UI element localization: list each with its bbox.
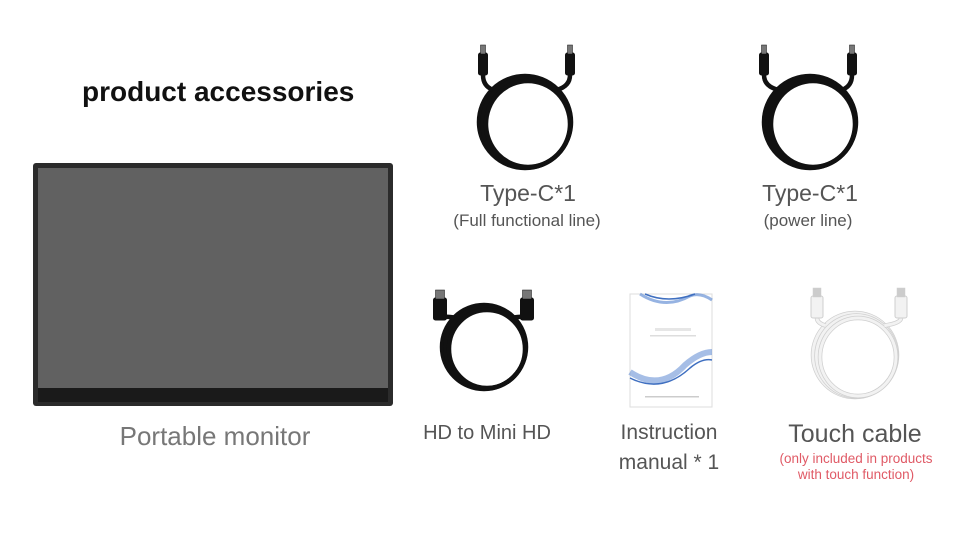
type-c-full-note: (Full functional line) [453,211,601,230]
type-c-power-label: Type-C*1 [762,180,858,206]
type-c-full-label: Type-C*1 [480,180,576,206]
touch-cable-label: Touch cable [788,420,922,448]
type-c-power-note: (power line) [763,211,853,230]
touch-cable-note-line1: (only included in products [779,451,933,466]
hdmi-cable-label: HD to Mini HD [423,422,551,444]
manual-label-line2: manual * 1 [618,451,720,474]
type-c-full-cable-image [476,44,575,171]
manual-label-line1: Instruction [620,421,718,444]
portable-monitor-label: Portable monitor [119,421,311,451]
portable-monitor-image [33,163,393,406]
touch-cable-image [810,287,908,400]
instruction-manual-image [628,292,713,408]
type-c-power-cable-image [759,44,859,171]
page-title: product accessories [82,76,355,107]
touch-cable-note-line2: with touch function) [797,467,915,482]
hdmi-cable-image [433,289,534,392]
